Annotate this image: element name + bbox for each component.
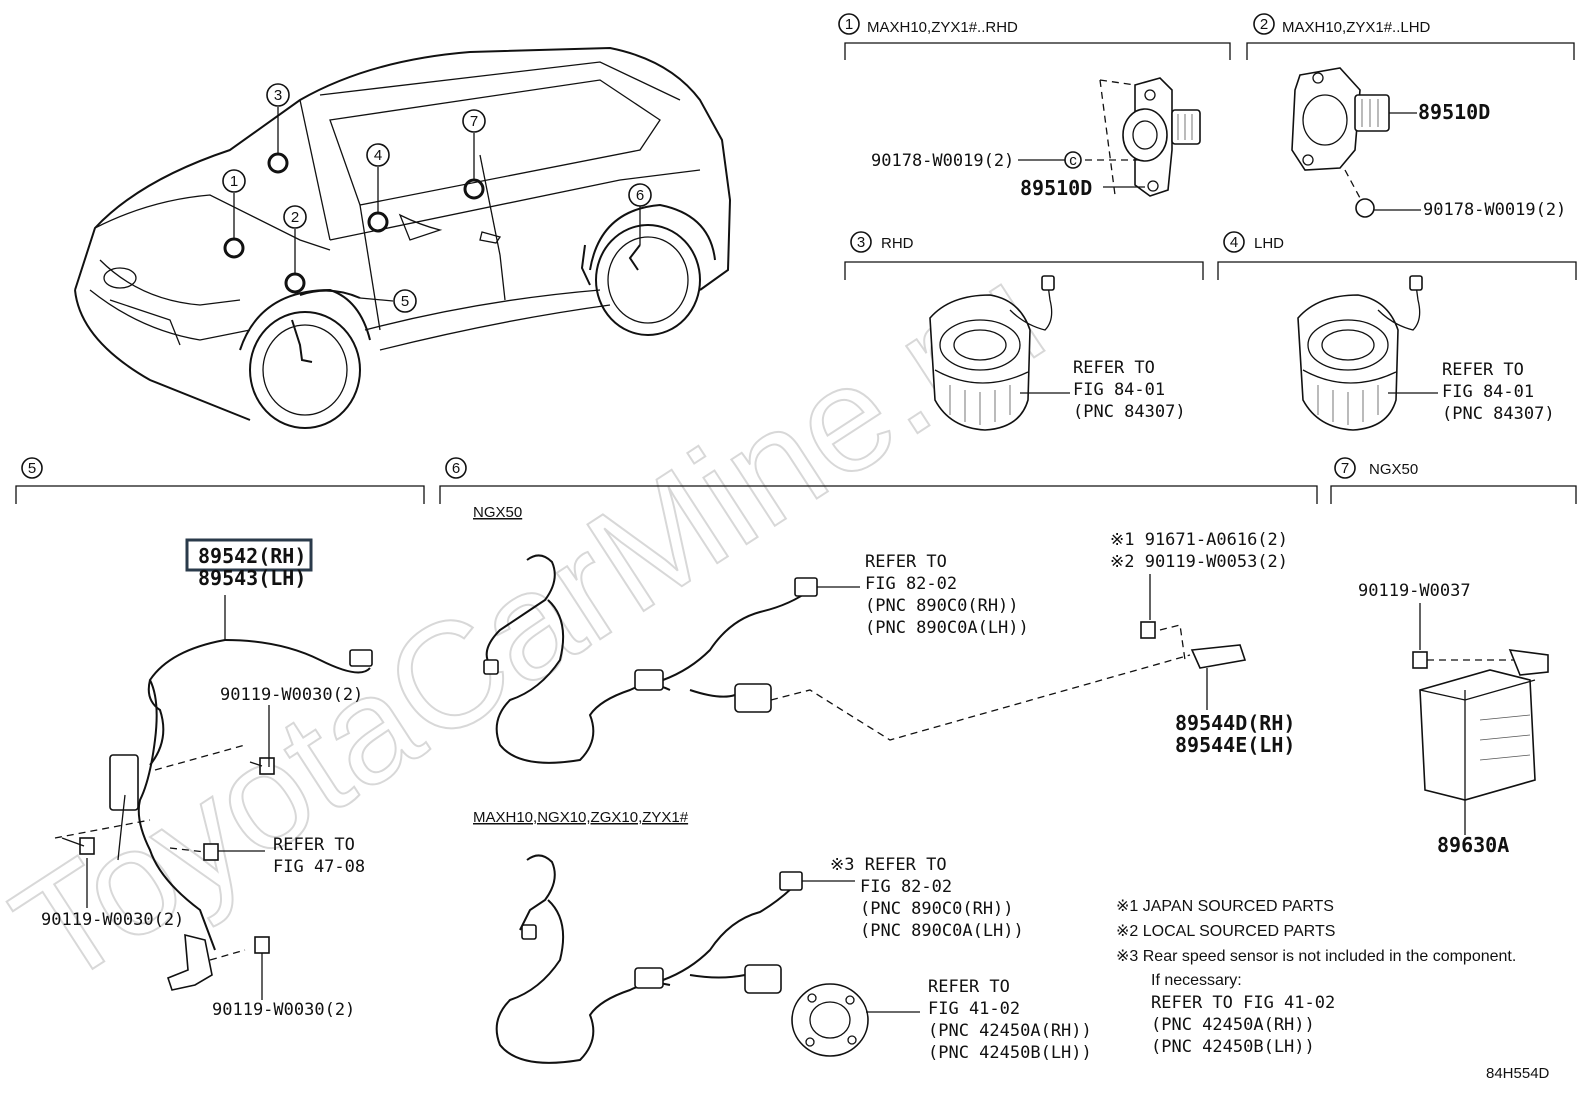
section-header-1: 1 MAXH10,ZYX1#..RHD	[838, 13, 1231, 60]
subgroup-label-top: NGX50	[473, 504, 522, 521]
sensor-label-rh: 89544D(RH)	[1175, 711, 1295, 735]
fastener-label-2: ※2 90119-W0053(2)	[1110, 552, 1288, 572]
section-5-front-speed-sensor: 89542(RH) 89543(LH)	[41, 538, 373, 1020]
svg-text:6: 6	[636, 187, 644, 204]
svg-text:1: 1	[230, 173, 238, 190]
svg-text:FIG 47-08: FIG 47-08	[273, 857, 365, 877]
svg-text:MAXH10,ZYX1#..LHD: MAXH10,ZYX1#..LHD	[1282, 19, 1431, 36]
svg-text:(PNC 42450B(LH)): (PNC 42450B(LH))	[1151, 1037, 1315, 1057]
highlight-box	[185, 538, 313, 572]
bolt-b	[61, 837, 95, 855]
svg-text:1: 1	[845, 16, 853, 33]
svg-text:2: 2	[1260, 16, 1268, 33]
overview-callout-4: 4	[366, 143, 390, 167]
svg-text:5: 5	[401, 293, 409, 310]
svg-text:3: 3	[274, 87, 282, 104]
bolt-label: 90178-W0019(2)	[1423, 200, 1566, 220]
overview-callout-3: 3	[266, 83, 290, 107]
svg-text:6: 6	[452, 460, 460, 477]
svg-text:(PNC 890C0(RH)): (PNC 890C0(RH))	[865, 596, 1019, 616]
svg-text:FIG 84-01: FIG 84-01	[1442, 382, 1534, 402]
svg-text:FIG 84-01: FIG 84-01	[1073, 380, 1165, 400]
svg-text:※2 LOCAL SOURCED PARTS: ※2 LOCAL SOURCED PARTS	[1116, 923, 1335, 940]
svg-text:(PNC 42450B(LH)): (PNC 42450B(LH))	[928, 1043, 1092, 1063]
svg-text:REFER TO FIG 41-02: REFER TO FIG 41-02	[1151, 993, 1335, 1013]
section-header-5: 5	[15, 457, 425, 504]
section-6-rear-speed-sensor: NGX50 REFER TO FIG 82-02 (PNC 890C0(RH))…	[473, 504, 1295, 1064]
svg-text:FIG 41-02: FIG 41-02	[928, 999, 1020, 1019]
svg-text:※1 JAPAN SOURCED PARTS: ※1 JAPAN SOURCED PARTS	[1116, 898, 1334, 915]
part-label: 89510D	[1418, 100, 1490, 124]
section-header-2: 2 MAXH10,ZYX1#..LHD	[1246, 13, 1575, 60]
svg-text:(PNC 42450A(RH)): (PNC 42450A(RH))	[1151, 1015, 1315, 1035]
overview-callout-1: 1	[222, 169, 246, 193]
overview-callout-7: 7	[462, 109, 486, 133]
svg-text:If necessary:: If necessary:	[1151, 972, 1242, 989]
section-2-yaw-sensor-lhd: 89510D 90178-W0019(2)	[1291, 67, 1566, 220]
svg-text:RHD: RHD	[881, 235, 914, 252]
section-header-6: 6	[439, 457, 1318, 504]
svg-text:(PNC 890C0A(LH)): (PNC 890C0A(LH))	[865, 618, 1029, 638]
footnotes: ※1 JAPAN SOURCED PARTS ※2 LOCAL SOURCED …	[1116, 898, 1516, 1057]
bolt-label-c: 90119-W0030(2)	[212, 1000, 355, 1020]
subgroup-label-bottom: MAXH10,NGX10,ZGX10,ZYX1#	[473, 809, 689, 826]
bolt-c	[203, 843, 219, 861]
bolt-label: 90178-W0019(2)	[871, 151, 1014, 171]
overview-callout-6: 6	[628, 183, 652, 207]
svg-text:7: 7	[470, 113, 478, 130]
bolt-a	[249, 757, 275, 775]
sensor-label-lh: 89544E(LH)	[1175, 733, 1295, 757]
svg-text:c: c	[1069, 152, 1077, 169]
fastener-label-1: ※1 91671-A0616(2)	[1110, 530, 1288, 550]
svg-text:2: 2	[291, 209, 299, 226]
bolt-d	[254, 936, 270, 954]
svg-text:※3 REFER TO: ※3 REFER TO	[830, 855, 947, 875]
section-4-spiral-cable-lhd: REFER TO FIG 84-01 (PNC 84307)	[1297, 275, 1555, 431]
svg-text:7: 7	[1341, 460, 1349, 477]
overview-callout-2: 2	[283, 205, 307, 229]
svg-text:FIG 82-02: FIG 82-02	[860, 877, 952, 897]
rear-hub	[791, 983, 869, 1057]
bolt-label-b: 90119-W0030(2)	[41, 910, 184, 930]
section-header-3: 3 RHD	[844, 231, 1204, 280]
svg-text:4: 4	[1230, 234, 1238, 251]
svg-text:NGX50: NGX50	[1369, 461, 1418, 478]
svg-text:REFER TO: REFER TO	[1442, 360, 1524, 380]
bolt-label: 90119-W0037	[1358, 581, 1471, 601]
svg-text:REFER TO: REFER TO	[865, 552, 947, 572]
section-header-7: 7 NGX50	[1330, 457, 1577, 504]
part-label: 89630A	[1437, 833, 1509, 857]
svg-text:※3 Rear speed sensor is not i: ※3 Rear speed sensor is not included in …	[1116, 948, 1516, 965]
part-label-rh: 89542(RH)	[198, 544, 306, 568]
svg-text:(PNC 890C0(RH)): (PNC 890C0(RH))	[860, 899, 1014, 919]
svg-text:REFER TO: REFER TO	[928, 977, 1010, 997]
svg-text:(PNC 84307): (PNC 84307)	[1442, 404, 1555, 424]
svg-text:LHD: LHD	[1254, 235, 1284, 252]
part-label-lh: 89543(LH)	[198, 566, 306, 590]
section-header-4: 4 LHD	[1217, 231, 1577, 280]
section-1-yaw-sensor-rhd: c 90178-W0019(2) 89510D	[871, 77, 1201, 200]
svg-text:REFER TO: REFER TO	[1073, 358, 1155, 378]
svg-text:5: 5	[28, 460, 36, 477]
svg-text:(PNC 890C0A(LH)): (PNC 890C0A(LH))	[860, 921, 1024, 941]
section-7-ecu: 90119-W0037 89630A	[1358, 581, 1549, 857]
svg-text:FIG 82-02: FIG 82-02	[865, 574, 957, 594]
overview-callout-5: 5	[393, 289, 417, 313]
svg-text:REFER TO: REFER TO	[273, 835, 355, 855]
svg-text:MAXH10,ZYX1#..RHD: MAXH10,ZYX1#..RHD	[867, 19, 1018, 36]
part-label: 89510D	[1020, 176, 1092, 200]
svg-text:(PNC 84307): (PNC 84307)	[1073, 402, 1186, 422]
bolt-label-a: 90119-W0030(2)	[220, 685, 363, 705]
figure-code: 84H554D	[1486, 1065, 1550, 1082]
svg-text:(PNC 42450A(RH)): (PNC 42450A(RH))	[928, 1021, 1092, 1041]
section-3-spiral-cable-rhd: REFER TO FIG 84-01 (PNC 84307)	[929, 275, 1186, 431]
vehicle-overview: 1 3 2 4 7 5 6	[74, 46, 732, 429]
svg-text:3: 3	[857, 234, 865, 251]
svg-text:4: 4	[374, 147, 382, 164]
